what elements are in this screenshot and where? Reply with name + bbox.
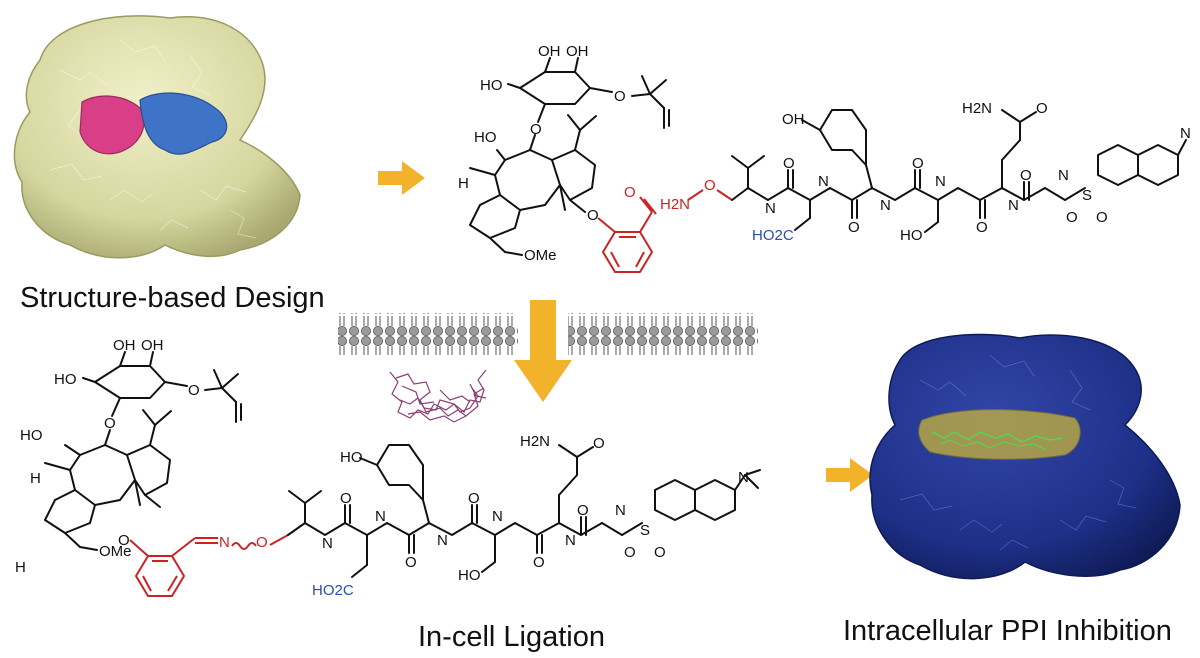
caption-design: Structure-based Design [20, 282, 325, 314]
atom-label: O [1020, 167, 1032, 184]
atom-label: O [118, 532, 130, 549]
atom-label: H [458, 175, 469, 192]
atom-label: HO [900, 227, 923, 244]
atom-label: HO [458, 567, 481, 584]
atom-label: OH [566, 43, 589, 60]
atom-label: N [1180, 125, 1191, 142]
atom-label: O [577, 502, 589, 519]
atom-label: O [593, 435, 605, 452]
atom-label: N [375, 508, 386, 525]
atom-label: O [976, 219, 988, 236]
atom-label: N [492, 508, 503, 525]
atom-label: O [624, 184, 636, 201]
atom-label: HO [480, 77, 503, 94]
atom-label: H [30, 470, 41, 487]
atom-label: HO2C [312, 582, 354, 599]
atom-label: O [405, 554, 417, 571]
atom-label: H [15, 559, 26, 576]
atom-label: O [468, 490, 480, 507]
atom-label: OH [782, 111, 805, 128]
atom-label: OH [538, 43, 561, 60]
atom-label: O [256, 534, 268, 551]
atom-label: HO [54, 371, 77, 388]
atom-label: O [533, 554, 545, 571]
atom-label: O [340, 490, 352, 507]
atom-label: OH [113, 337, 136, 354]
atom-label: N [437, 532, 448, 549]
atom-label: H2N [962, 100, 992, 117]
atom-label: H2N [660, 196, 690, 213]
atom-label: S [1082, 187, 1092, 204]
atom-label: O [614, 88, 626, 105]
atom-label: N [1008, 197, 1019, 214]
atom-label: N [880, 197, 891, 214]
atom-label: O [783, 155, 795, 172]
atom-label: N [565, 532, 576, 549]
atom-label: N [765, 200, 776, 217]
atom-label: N [738, 469, 749, 486]
atom-label: OMe [524, 247, 557, 264]
atom-label: O [654, 544, 666, 561]
atom-label: O [188, 382, 200, 399]
atom-label: O [530, 121, 542, 138]
atom-label: H2N [520, 433, 550, 450]
caption-inhibition: Intracellular PPI Inhibition [843, 615, 1172, 647]
atom-label: O [104, 415, 116, 432]
atom-label: N [615, 502, 626, 519]
atom-label: O [587, 207, 599, 224]
atom-label: HO [340, 449, 363, 466]
atom-label: OH [141, 337, 164, 354]
atom-label: HO2C [752, 227, 794, 244]
molecule-peptide-probe: H2N O OH O N N [660, 100, 1191, 244]
atom-label: OMe [99, 543, 132, 560]
molecule-ligated-product: OH OH HO O O HO H H OMe O N O [15, 337, 761, 599]
atom-label: N [935, 173, 946, 190]
membrane-icon [338, 313, 758, 355]
atom-label: N [219, 534, 230, 551]
enzyme-icon [389, 369, 487, 423]
atom-label: O [1036, 100, 1048, 117]
atom-label: N [1058, 167, 1069, 184]
atom-label: O [848, 219, 860, 236]
atom-label: N [818, 173, 829, 190]
atom-label: HO [20, 427, 43, 444]
atom-label: O [1066, 209, 1078, 226]
atom-label: O [1096, 209, 1108, 226]
atom-label: O [624, 544, 636, 561]
atom-label: O [912, 155, 924, 172]
atom-label: N [322, 535, 333, 552]
arrow-right-icon [378, 161, 425, 195]
molecule-aldehyde: OH OH HO O O HO H OMe O O [458, 43, 670, 273]
protein-complex-icon [869, 333, 1181, 580]
atom-label: S [640, 522, 650, 539]
arrow-right-icon [826, 458, 873, 492]
arrow-down-icon [514, 300, 572, 402]
atom-label: O [704, 177, 716, 194]
protein-surface-icon [13, 15, 301, 259]
atom-label: HO [474, 129, 497, 146]
caption-ligation: In-cell Ligation [418, 621, 605, 653]
